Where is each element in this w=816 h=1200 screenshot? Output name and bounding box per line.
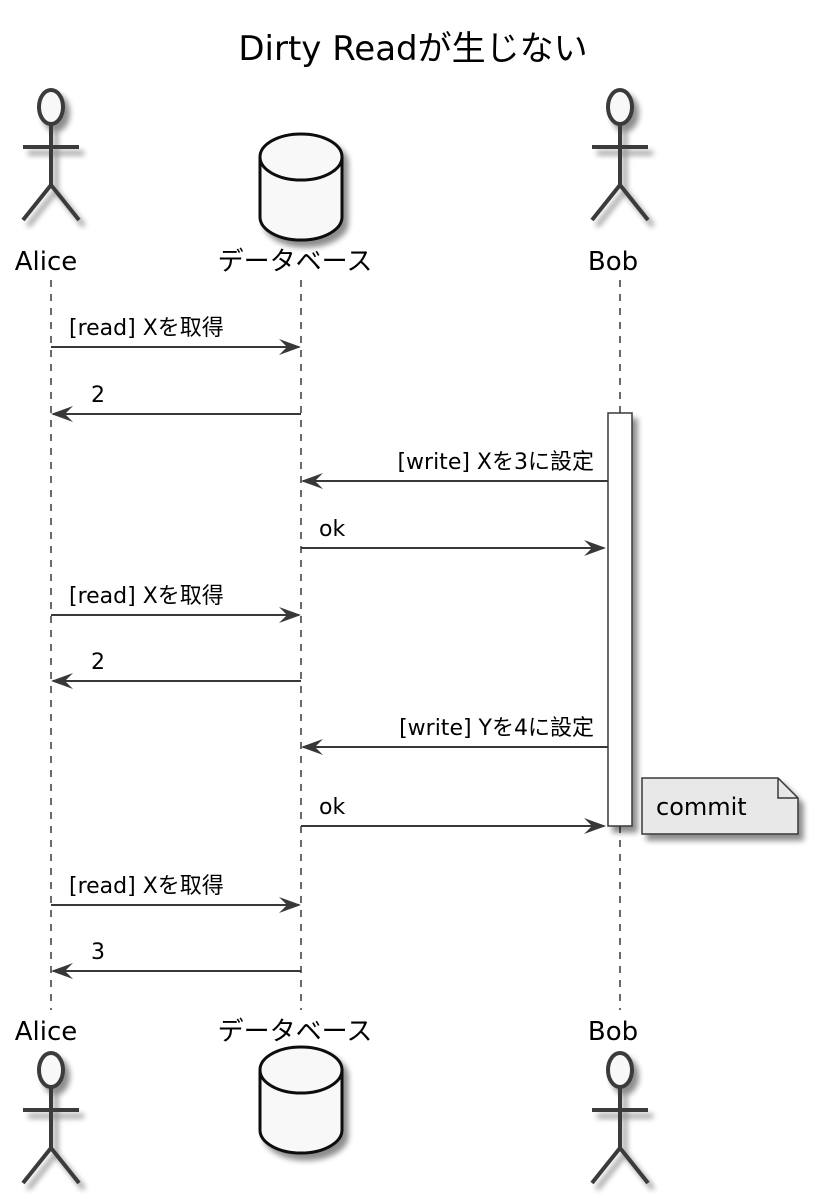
- arrowhead-icon: [301, 473, 323, 489]
- actor-icon: [21, 88, 81, 222]
- participant-db-bottom: データベース: [218, 1017, 373, 1155]
- message-arrow: ok: [301, 795, 606, 834]
- message-arrow: [write] Yを4に設定: [301, 716, 608, 755]
- actor-leg-left: [590, 183, 622, 222]
- actor-leg-left: [21, 1146, 53, 1185]
- activation-bar-bob: [607, 412, 633, 827]
- participant-alice-top: Alice: [15, 88, 81, 277]
- database-icon: [258, 132, 344, 242]
- message-arrow: ok: [301, 517, 606, 556]
- database-body: [258, 1045, 344, 1155]
- actor-head: [37, 88, 65, 126]
- arrowhead-icon: [584, 818, 606, 834]
- participant-alice-bottom: Alice: [15, 1017, 81, 1185]
- actor-head: [606, 88, 634, 126]
- actor-head: [606, 1051, 634, 1089]
- actor-leg-right: [49, 1146, 81, 1185]
- arrowhead-icon: [301, 739, 323, 755]
- message-arrow: [write] Xを3に設定: [301, 450, 608, 489]
- participant-label: Alice: [15, 247, 78, 277]
- message-label: ok: [319, 795, 345, 820]
- message-label: 2: [91, 650, 105, 675]
- participant-bob-bottom: Bob: [588, 1017, 650, 1185]
- message-label: 2: [91, 383, 105, 408]
- arrowhead-icon: [279, 339, 301, 355]
- message-arrow: [read] Xを取得: [51, 874, 301, 913]
- participant-label: データベース: [218, 247, 373, 277]
- database-icon: [258, 1045, 344, 1155]
- arrowhead-icon: [51, 963, 73, 979]
- message-label: [write] Yを4に設定: [399, 716, 594, 741]
- database-rim: [258, 156, 344, 182]
- message-label: [read] Xを取得: [69, 316, 224, 341]
- message-arrow: 2: [51, 650, 301, 689]
- message-label: [write] Xを3に設定: [397, 450, 594, 475]
- note-fold-icon: [777, 778, 798, 799]
- actor-leg-right: [618, 183, 650, 222]
- arrowhead-icon: [51, 406, 73, 422]
- arrowhead-icon: [51, 673, 73, 689]
- actor-icon: [590, 88, 650, 222]
- database-rim: [258, 1069, 344, 1095]
- participant-label: Bob: [588, 247, 638, 277]
- actor-leg-left: [21, 183, 53, 222]
- actor-leg-right: [618, 1146, 650, 1185]
- participant-label: データベース: [218, 1017, 373, 1047]
- actor-head: [37, 1051, 65, 1089]
- arrowhead-icon: [279, 897, 301, 913]
- message-label: [read] Xを取得: [69, 584, 224, 609]
- note-box: [641, 777, 799, 835]
- participant-bob-top: Bob: [588, 88, 650, 277]
- diagram-title: Dirty Readが生じない: [238, 29, 587, 69]
- participant-label: Alice: [15, 1017, 78, 1047]
- message-arrow: 2: [51, 383, 301, 422]
- message-arrow: [read] Xを取得: [51, 584, 301, 623]
- participant-label: Bob: [588, 1017, 638, 1047]
- actor-icon: [590, 1051, 650, 1185]
- message-label: [read] Xを取得: [69, 874, 224, 899]
- participant-db-top: データベース: [218, 132, 373, 277]
- message-label: 3: [91, 940, 105, 965]
- message-label: ok: [319, 517, 345, 542]
- arrowhead-icon: [584, 540, 606, 556]
- note-text: commit: [656, 793, 747, 821]
- arrowhead-icon: [279, 607, 301, 623]
- actor-leg-left: [590, 1146, 622, 1185]
- message-arrow: [read] Xを取得: [51, 316, 301, 355]
- database-body: [258, 132, 344, 242]
- actor-leg-right: [49, 183, 81, 222]
- actor-icon: [21, 1051, 81, 1185]
- message-arrow: 3: [51, 940, 301, 979]
